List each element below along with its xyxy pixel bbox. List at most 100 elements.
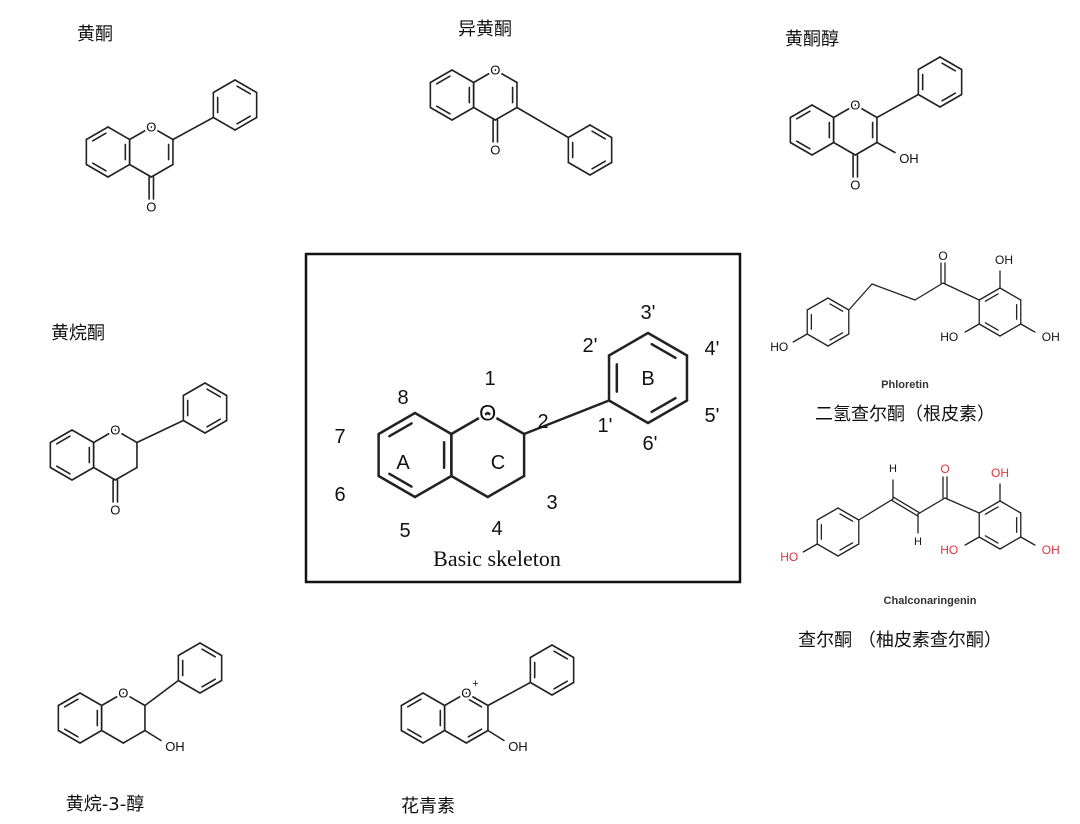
bond (839, 542, 854, 551)
bond (49, 429, 73, 444)
bond (450, 474, 489, 499)
bond (941, 62, 957, 72)
bond (114, 429, 138, 444)
bond (589, 161, 613, 176)
bond (177, 642, 201, 657)
bond (942, 282, 980, 301)
bond (1020, 536, 1036, 546)
bond (422, 729, 446, 744)
bond (876, 93, 920, 119)
bond (551, 681, 575, 696)
bond (71, 429, 95, 444)
position-8: 8 (397, 387, 408, 409)
bond (122, 729, 146, 744)
position-4: 4 (491, 518, 502, 540)
bond (236, 115, 252, 125)
bond (71, 466, 95, 481)
title-flavanone: 黄烷酮 (51, 323, 105, 344)
bond (472, 69, 497, 84)
bond (832, 104, 857, 119)
skeleton-box (304, 252, 742, 584)
atom-label-ho: HO (770, 340, 788, 354)
bond (465, 729, 489, 744)
bond (591, 130, 607, 140)
bond (646, 331, 689, 357)
atom-label-oh: OH (1042, 543, 1060, 557)
bond (589, 124, 613, 139)
bond (388, 422, 413, 438)
atom-label-ho: HO (940, 330, 958, 344)
bond (472, 106, 497, 121)
atom-label-ho: HO (780, 550, 798, 564)
bond (486, 411, 526, 436)
bond (854, 141, 878, 156)
atom-label-ho: HO (940, 543, 958, 557)
bond (465, 692, 489, 707)
bond (529, 644, 553, 659)
bond (999, 500, 1022, 514)
label-phloretin: Phloretin (881, 379, 929, 391)
bond (917, 56, 941, 71)
position-3-prime: 3' (641, 302, 656, 324)
bond (832, 141, 857, 156)
bond (494, 106, 518, 121)
bond (553, 680, 569, 690)
atom-label-o: O (490, 63, 500, 78)
title-flavonol: 黄酮醇 (785, 29, 839, 50)
bond (136, 419, 185, 444)
bond (92, 429, 117, 444)
skeleton-caption: Basic skeleton (433, 546, 561, 571)
atom-label-o: O (146, 120, 156, 135)
ring-label-c: C (491, 452, 505, 474)
bond (607, 399, 650, 425)
bond (85, 163, 109, 178)
bond (984, 322, 999, 331)
atom-label-o: O (146, 200, 156, 215)
bond (107, 163, 131, 178)
bond (443, 729, 468, 744)
bond (811, 141, 835, 156)
bond (201, 678, 217, 688)
bond (591, 160, 607, 170)
title-dihydrochalcone: 二氢查尔酮（根皮素） (815, 404, 995, 425)
bond (999, 323, 1022, 337)
bond (201, 648, 217, 658)
bond (199, 642, 223, 657)
bond (516, 106, 570, 139)
bond (567, 124, 591, 139)
bond (553, 650, 569, 660)
bond (377, 474, 417, 499)
atom-label-o: O (938, 249, 947, 263)
atom-label-oh: OH (508, 739, 528, 754)
bond (199, 679, 223, 694)
bond (816, 507, 839, 521)
bond (91, 162, 107, 172)
label-chalconaringenin: Chalconaringenin (884, 595, 977, 607)
atom-label-o: O (110, 503, 120, 518)
bond (837, 507, 860, 521)
bond (999, 536, 1022, 550)
atom-label-oh: OH (899, 151, 919, 166)
bond (789, 141, 813, 156)
position-6-prime: 6' (643, 433, 658, 455)
bond (377, 411, 417, 436)
bond (607, 331, 650, 357)
bond (551, 644, 575, 659)
bond (494, 69, 518, 84)
bond (893, 496, 920, 514)
bond (467, 698, 483, 708)
bond (406, 698, 422, 708)
bond (450, 411, 489, 436)
bond (400, 692, 424, 707)
bond (858, 498, 894, 521)
atom-label-o: O (940, 462, 949, 476)
bond (435, 105, 451, 115)
position-7: 7 (334, 426, 345, 448)
bond (978, 500, 1001, 514)
bond (57, 729, 81, 744)
bond (406, 728, 422, 738)
bond (984, 293, 999, 302)
atom-label-h: H (914, 536, 922, 548)
